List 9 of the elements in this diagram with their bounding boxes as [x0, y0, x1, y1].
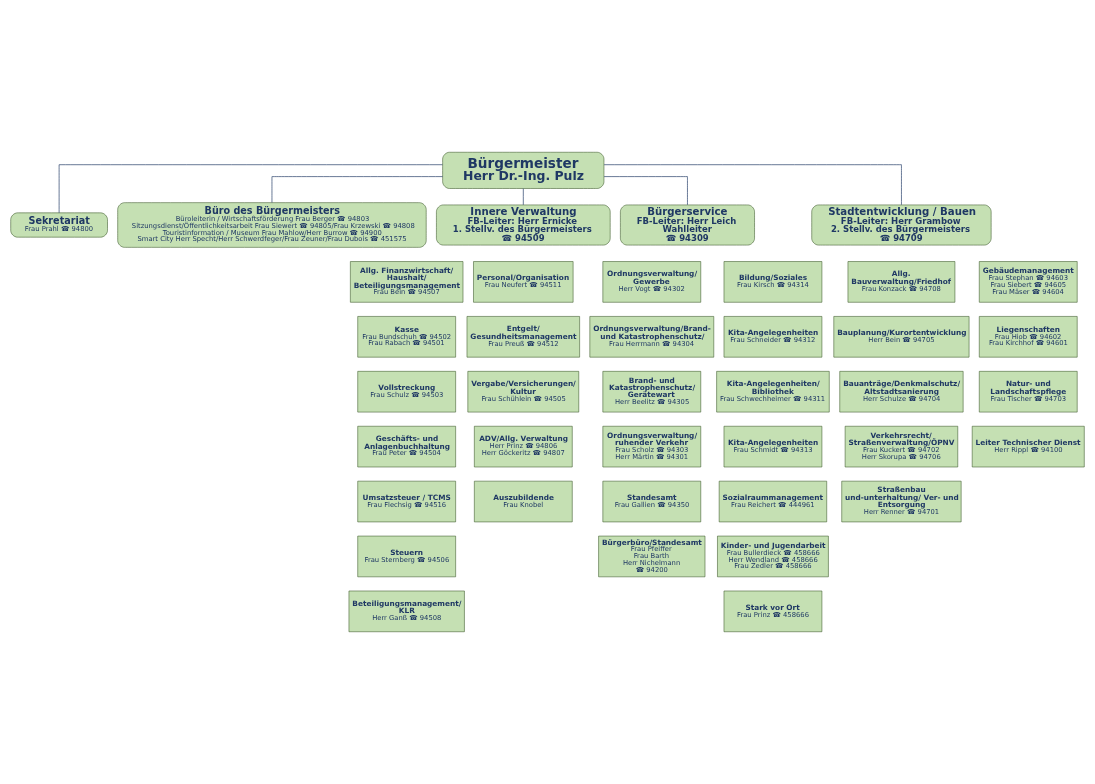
node-box: Innere Verwaltung FB-Leiter: Herr Ernicke 1. Stellv. des Bürgermeisters ☎ 94509: [436, 204, 611, 246]
node-box: Stadtentwicklung / Bauen FB-Leiter: Herr Grambow 2. Stellv. des Bürgermeisters ☎ 94709: [811, 204, 992, 246]
connector: [271, 176, 443, 203]
connector: [522, 188, 524, 206]
connector: [603, 164, 902, 206]
connector: [603, 176, 688, 206]
connector: [58, 164, 443, 214]
node-box: Bürgerservice FB-Leiter: Herr Leich Wahlleiter ☎ 94309: [620, 204, 755, 246]
node-box: Bürgermeister Herr Dr.-Ing. Pulz: [442, 151, 605, 189]
